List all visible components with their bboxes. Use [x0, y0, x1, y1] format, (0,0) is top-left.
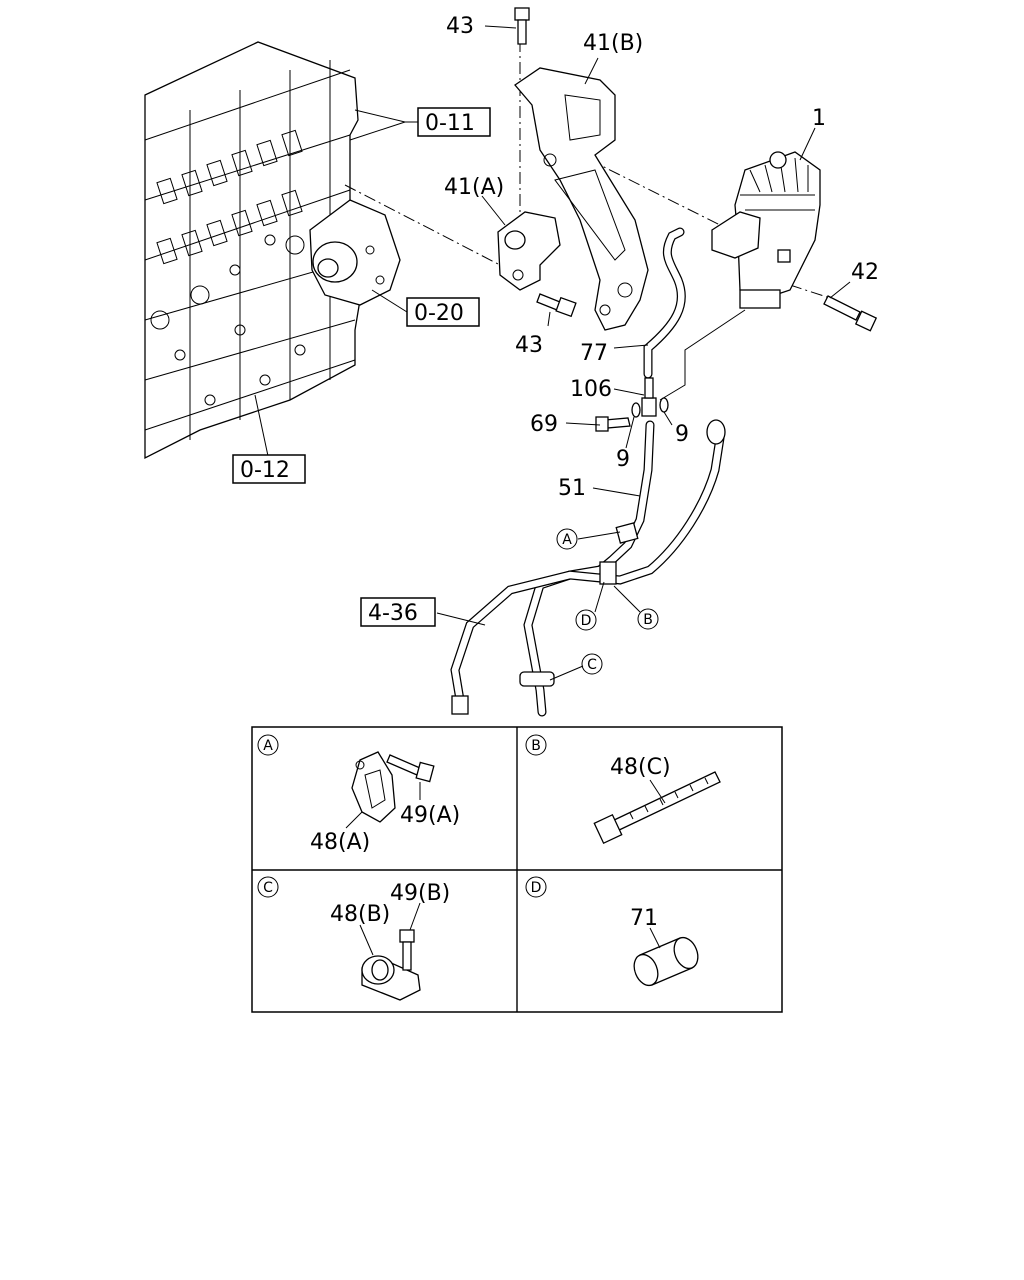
filter-to-fitting-line — [659, 309, 746, 401]
bolt-42 — [823, 295, 878, 332]
detail-panel-d: D 71 — [525, 876, 699, 987]
bolt-43-top — [514, 7, 530, 45]
bolt-43-bottom — [536, 293, 577, 318]
clamp-48b — [361, 955, 421, 1001]
bolt-49a — [386, 754, 435, 783]
callout-c: C — [581, 653, 603, 675]
ref-box-4-36[interactable]: 4-36 — [360, 597, 436, 627]
label-48a: 48(A) — [310, 830, 370, 855]
fuel-filter — [711, 151, 821, 309]
label-48c: 48(C) — [610, 755, 671, 780]
label-49a: 49(A) — [400, 803, 460, 828]
panel-a-letter: A — [263, 738, 273, 754]
svg-text:B: B — [643, 612, 653, 628]
washer-9-left — [631, 402, 641, 418]
clamp-b-d — [599, 561, 617, 585]
pipe-4-36 — [450, 419, 726, 715]
ref-box-0-20[interactable]: 0-20 — [406, 297, 480, 327]
panel-d-letter: D — [531, 880, 542, 896]
washer-9-right — [659, 397, 669, 413]
fitting-106 — [641, 377, 657, 417]
detail-panel-a: A 49(A) 48(A) — [257, 734, 460, 855]
ref-label-0-11: 0-11 — [425, 111, 475, 136]
svg-text:C: C — [587, 657, 597, 673]
label-1: 1 — [812, 106, 826, 131]
sleeve-71 — [633, 936, 699, 987]
label-41b: 41(B) — [583, 31, 643, 56]
detail-grid — [251, 726, 783, 1013]
ref-0-11-leader — [349, 109, 418, 141]
label-42: 42 — [851, 260, 879, 285]
label-43-top: 43 — [446, 14, 474, 39]
label-41a: 41(A) — [444, 175, 504, 200]
callout-b: B — [637, 608, 659, 630]
bolt-69 — [595, 416, 631, 432]
alignment-line-4 — [789, 284, 831, 299]
ref-box-0-11[interactable]: 0-11 — [417, 107, 491, 137]
label-77: 77 — [580, 341, 608, 366]
ref-label-0-12: 0-12 — [240, 458, 290, 483]
clamp-c — [519, 671, 555, 687]
leader-lines — [436, 25, 851, 681]
detail-panel-b: B 48(C) — [525, 734, 721, 845]
label-49b: 49(B) — [390, 881, 450, 906]
ref-label-4-36: 4-36 — [368, 601, 418, 626]
label-9-left: 9 — [616, 447, 630, 472]
panel-b-letter: B — [531, 738, 541, 754]
svg-text:A: A — [562, 532, 572, 548]
svg-text:D: D — [581, 613, 592, 629]
callout-a: A — [556, 528, 578, 550]
alignment-line-1 — [344, 184, 501, 266]
detail-panel-c: C 49(B) 48(B) — [257, 876, 450, 1001]
cable-tie-48c — [593, 771, 721, 845]
hose-77 — [643, 227, 686, 379]
ref-label-0-20: 0-20 — [414, 301, 464, 326]
bracket-41a — [497, 211, 561, 291]
ref-box-0-12[interactable]: 0-12 — [232, 454, 306, 484]
ref-0-20-leader — [371, 289, 408, 313]
ref-0-12-leader — [254, 394, 269, 457]
bracket-41b — [514, 67, 649, 331]
label-106: 106 — [570, 377, 612, 402]
panel-c-letter: C — [263, 880, 273, 896]
engine-block — [144, 41, 401, 460]
callout-d: D — [575, 609, 597, 631]
bolt-49b — [399, 929, 415, 971]
clip-48a — [351, 751, 396, 823]
clamp-a — [615, 522, 639, 544]
label-69: 69 — [530, 412, 558, 437]
label-48b: 48(B) — [330, 902, 390, 927]
label-51: 51 — [558, 476, 586, 501]
label-71: 71 — [630, 906, 658, 931]
label-43-bottom: 43 — [515, 333, 543, 358]
label-9-right: 9 — [675, 422, 689, 447]
